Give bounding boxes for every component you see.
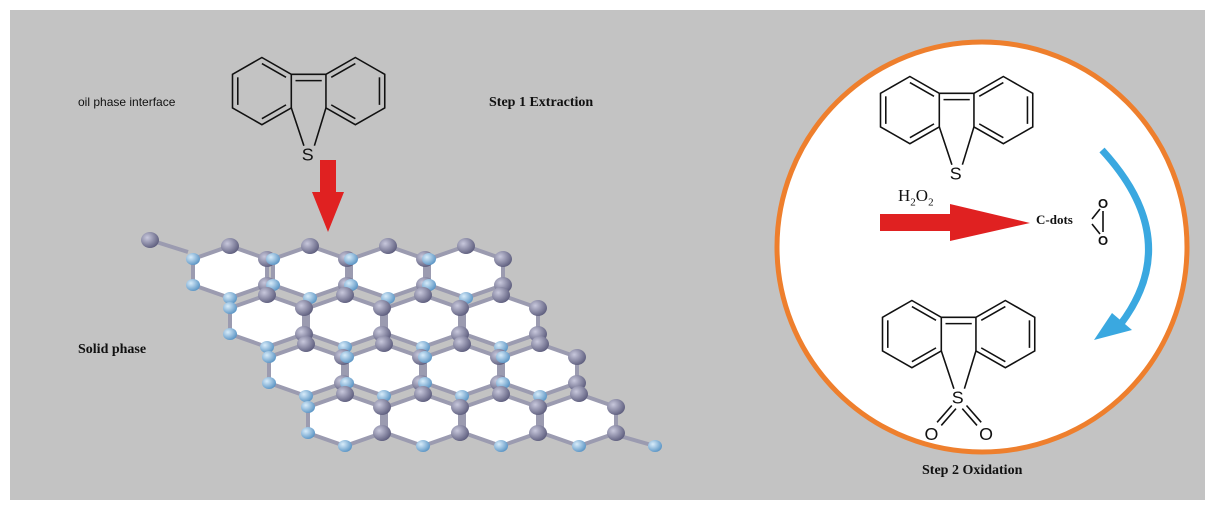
oil-phase-label: oil phase interface xyxy=(78,95,176,109)
lattice-atom xyxy=(492,287,510,303)
lattice-atom xyxy=(295,300,313,316)
lattice-atom xyxy=(301,238,319,254)
red-arrow-right xyxy=(880,204,1030,241)
lattice-atom xyxy=(496,351,510,363)
lattice-atom xyxy=(414,287,432,303)
oxygen-label-upper: O xyxy=(1098,196,1108,211)
lattice-atom xyxy=(451,300,469,316)
lattice-atom xyxy=(299,390,313,402)
lattice-atom xyxy=(186,279,200,291)
lattice-atom xyxy=(529,399,547,415)
lattice-atom xyxy=(648,440,662,452)
lattice-atom xyxy=(494,251,512,267)
lattice-atom xyxy=(375,336,393,352)
lattice-atom xyxy=(529,300,547,316)
lattice-atom xyxy=(607,425,625,441)
lattice-atom xyxy=(455,390,469,402)
graphene-lattice xyxy=(141,232,662,452)
lattice-atom xyxy=(494,440,508,452)
lattice-atom xyxy=(451,425,469,441)
lattice-atom xyxy=(422,253,436,265)
lattice-atom xyxy=(379,238,397,254)
lattice-atom xyxy=(221,238,239,254)
lattice-atom xyxy=(568,349,586,365)
lattice-atom xyxy=(223,292,237,304)
lattice-atom xyxy=(260,341,274,353)
step2-label: Step 2 Oxidation xyxy=(922,463,1023,478)
oxygen-atom-label: O xyxy=(925,424,939,444)
lattice-atom xyxy=(262,377,276,389)
lattice-atom xyxy=(301,401,315,413)
lattice-atom xyxy=(186,253,200,265)
lattice-atom xyxy=(266,253,280,265)
sulfur-atom-label: S xyxy=(950,163,962,183)
sulfur-atom-label: S xyxy=(952,387,964,407)
lattice-atom xyxy=(373,399,391,415)
lattice-atom xyxy=(223,328,237,340)
lattice-atom xyxy=(496,377,510,389)
lattice-atom xyxy=(223,302,237,314)
lattice-atom xyxy=(141,232,159,248)
lattice-atom xyxy=(457,238,475,254)
lattice-atom xyxy=(340,351,354,363)
lattice-atom xyxy=(336,287,354,303)
lattice-atom xyxy=(373,425,391,441)
lattice-atom xyxy=(529,425,547,441)
lattice-atom xyxy=(492,386,510,402)
cdots-label: C-dots xyxy=(1036,212,1073,227)
lattice-atom xyxy=(414,386,432,402)
dibenzothiophene-sulfone: SO O xyxy=(881,299,1036,444)
oxygen-label-lower: O xyxy=(1098,233,1108,248)
lattice-atom xyxy=(336,386,354,402)
lattice-atom xyxy=(258,287,276,303)
oxidation-circle xyxy=(774,39,1190,455)
lattice-atom xyxy=(340,377,354,389)
lattice-atom xyxy=(607,399,625,415)
lattice-atom xyxy=(418,377,432,389)
oxygen-atom-label: O xyxy=(979,424,993,444)
lattice-atom xyxy=(572,440,586,452)
sulfur-atom-label: S xyxy=(302,144,314,164)
lattice-atom xyxy=(418,351,432,363)
solid-phase-label: Solid phase xyxy=(78,342,147,357)
lattice-atom xyxy=(451,399,469,415)
lattice-atom xyxy=(297,336,315,352)
lattice-atom xyxy=(338,440,352,452)
blue-curved-arrow xyxy=(1094,147,1152,340)
lattice-atom xyxy=(373,300,391,316)
lattice-atom xyxy=(301,427,315,439)
step1-label: Step 1 Extraction xyxy=(489,95,594,110)
lattice-atom xyxy=(377,390,391,402)
lattice-atom xyxy=(531,336,549,352)
dibenzothiophene-circle: S xyxy=(879,75,1034,183)
lattice-atom xyxy=(533,390,547,402)
lattice-atom xyxy=(570,386,588,402)
h2o2-label: H2O2 xyxy=(898,186,934,209)
lattice-atom xyxy=(262,351,276,363)
lattice-atom xyxy=(416,440,430,452)
dibenzothiophene-top: S xyxy=(231,56,386,164)
red-arrow-down xyxy=(312,160,344,232)
cdots-oxygen-bridge xyxy=(1091,208,1104,235)
lattice-atom xyxy=(453,336,471,352)
lattice-atom xyxy=(344,253,358,265)
